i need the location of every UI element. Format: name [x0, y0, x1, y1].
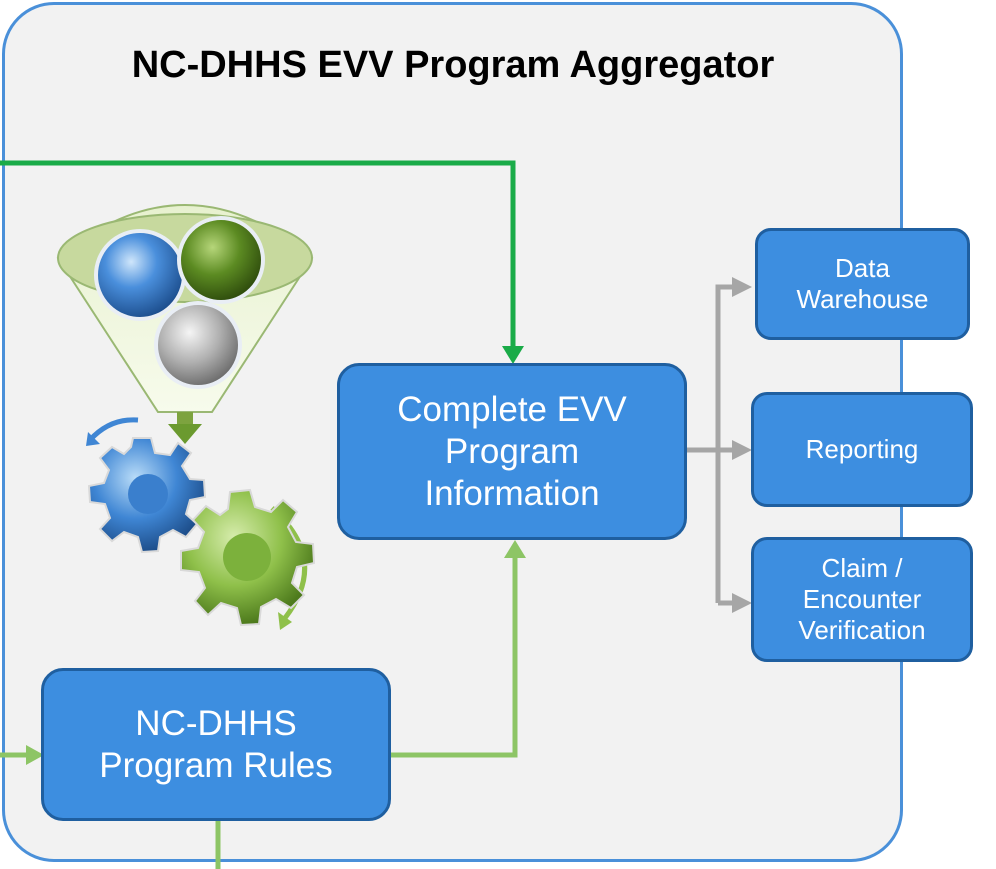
output-arrows-gray	[687, 284, 734, 606]
box-label-line: Reporting	[805, 433, 919, 464]
down-arrow-icon	[168, 412, 202, 444]
complete-evv-program-information-box: Complete EVV Program Information	[337, 363, 687, 540]
box-label-line: Warehouse	[796, 284, 929, 314]
reporting-box: Reporting	[751, 392, 973, 507]
box-label-line: Information	[424, 473, 600, 513]
box-label-line: Data	[835, 252, 890, 283]
box-label-line: Verification	[798, 615, 926, 646]
data-warehouse-box: Data Warehouse	[755, 228, 970, 340]
input-arrow-dark-green	[0, 160, 524, 364]
box-label-line: Claim /	[821, 552, 903, 583]
box-label-line: Program	[444, 431, 580, 471]
box-label-line: Program Rules	[99, 745, 333, 785]
output-arrowheads	[732, 277, 752, 613]
blue-ball-icon	[94, 229, 186, 321]
rules-to-complete-arrow	[391, 540, 526, 758]
input-arrow-light-green	[0, 745, 44, 765]
box-label-line: NC-DHHS	[135, 703, 297, 743]
box-label-line: Complete EVV	[397, 389, 627, 429]
diagram-title: NC-DHHS EVV Program Aggregator	[131, 44, 775, 86]
green-gear-icon	[180, 488, 316, 630]
green-ball-icon	[177, 216, 265, 304]
box-label-line: Encounter	[802, 583, 922, 614]
blue-gear-icon	[86, 417, 207, 554]
claim-encounter-verification-box: Claim / Encounter Verification	[751, 537, 973, 662]
gray-ball-icon	[154, 301, 242, 389]
program-rules-box: NC-DHHS Program Rules	[41, 668, 391, 821]
